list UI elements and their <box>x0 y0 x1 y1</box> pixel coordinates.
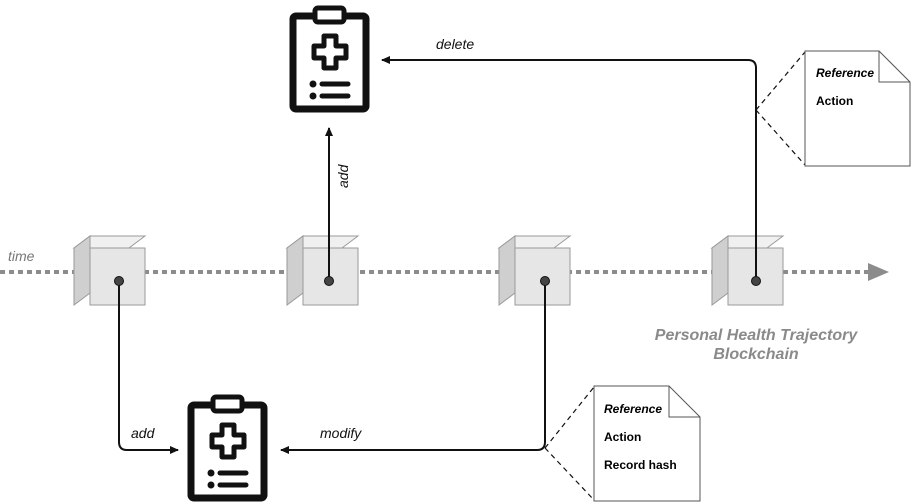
block-1 <box>72 235 147 306</box>
block-1-dot <box>114 276 124 286</box>
note-bottom-record-hash: Record hash <box>604 458 677 472</box>
block-4-dot <box>751 276 761 286</box>
note-bottom <box>544 385 701 502</box>
chain-title-line2: Blockchain <box>713 346 799 363</box>
note-top <box>755 50 911 167</box>
time-label: time <box>8 248 35 264</box>
edge-add-bottom <box>118 281 179 454</box>
edge-modify-label: modify <box>320 425 362 441</box>
medical-record-icon-top <box>289 5 370 113</box>
edge-modify <box>280 281 546 454</box>
block-3 <box>497 235 572 306</box>
note-top-reference: Reference <box>816 66 874 80</box>
note-bottom-reference: Reference <box>604 402 662 416</box>
block-2-dot <box>324 276 334 286</box>
chain-title-line1: Personal Health Trajectory <box>655 327 859 344</box>
block-4 <box>710 235 785 306</box>
block-3-dot <box>540 276 550 286</box>
note-bottom-action: Action <box>604 430 641 444</box>
block-2 <box>285 235 360 306</box>
medical-record-icon-bottom <box>187 394 268 502</box>
timeline-arrowhead <box>868 263 889 281</box>
edge-delete-label: delete <box>436 36 474 52</box>
note-top-action: Action <box>816 94 853 108</box>
edge-add-bottom-label: add <box>131 425 156 441</box>
edge-add-top-label: add <box>335 163 351 188</box>
edge-delete <box>381 56 757 281</box>
